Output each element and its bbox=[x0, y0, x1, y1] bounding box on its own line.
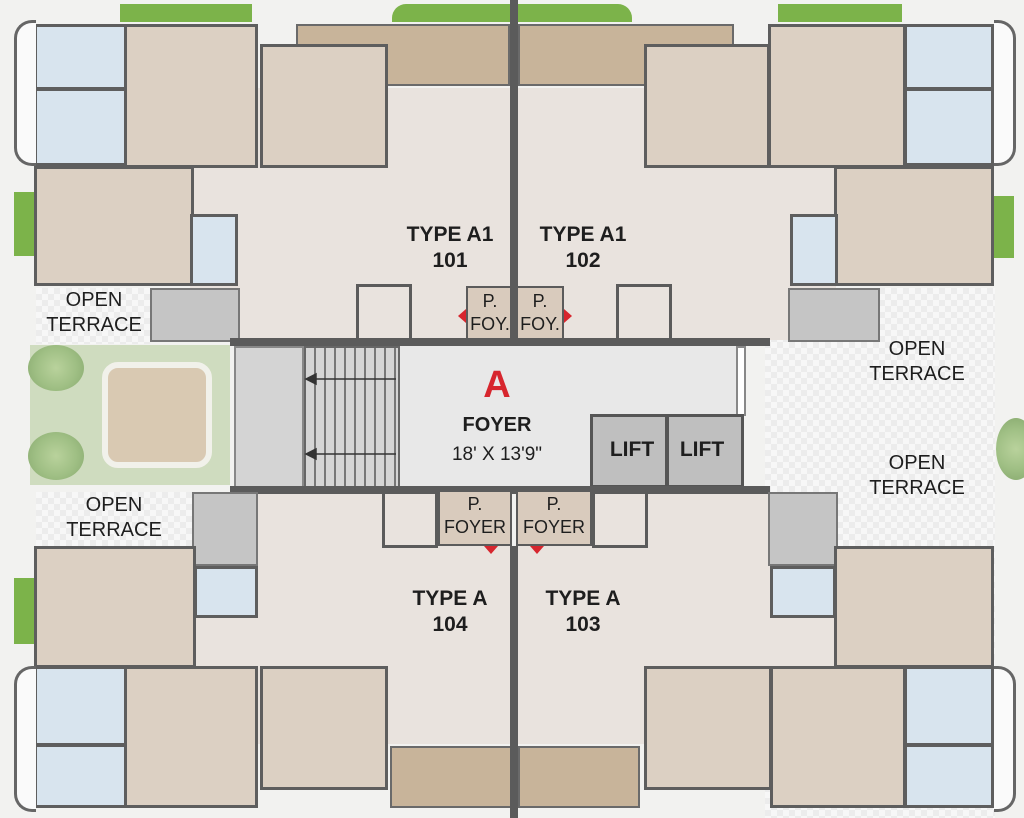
foyer-marker: A bbox=[483, 364, 511, 406]
core-gray bbox=[234, 346, 304, 488]
entry-arrow-icon bbox=[530, 546, 544, 554]
lift-label: LIFT bbox=[679, 438, 725, 461]
bathroom bbox=[790, 214, 838, 286]
utility bbox=[192, 492, 258, 566]
private-foyer-104 bbox=[438, 490, 512, 546]
terrace-area-left-top bbox=[36, 288, 150, 344]
staircase bbox=[304, 346, 400, 488]
bedroom bbox=[260, 44, 388, 168]
tree-icon bbox=[28, 432, 84, 480]
tree-icon bbox=[28, 345, 84, 391]
bathroom bbox=[770, 566, 836, 618]
bathroom bbox=[190, 214, 238, 286]
kitchen-wall bbox=[382, 492, 438, 548]
garden-strip bbox=[14, 578, 34, 644]
kitchen-wall bbox=[616, 284, 672, 338]
kitchen-wall bbox=[592, 492, 648, 548]
outline bbox=[994, 20, 1016, 166]
private-foyer-102 bbox=[516, 286, 564, 344]
utility bbox=[788, 288, 880, 342]
garden-strip bbox=[14, 192, 34, 256]
outline bbox=[14, 20, 36, 166]
bedroom bbox=[834, 546, 994, 668]
lift-label: LIFT bbox=[609, 438, 655, 461]
private-foyer-101 bbox=[466, 286, 514, 344]
party-wall bbox=[510, 546, 518, 818]
private-foyer-label: P.FOY. bbox=[520, 291, 560, 334]
entry-arrow-icon bbox=[484, 546, 498, 554]
foyer-size: 18' X 13'9" bbox=[451, 444, 543, 465]
bedroom bbox=[124, 24, 258, 168]
outline bbox=[994, 666, 1016, 812]
foyer-label: FOYER bbox=[462, 414, 532, 436]
utility bbox=[150, 288, 240, 342]
garden-strip bbox=[120, 4, 252, 22]
terrace-area-left-bottom bbox=[36, 492, 192, 546]
entry-arrow-icon bbox=[458, 309, 466, 323]
bedroom bbox=[644, 666, 772, 790]
pool-deck bbox=[102, 362, 212, 468]
entry-arrow-icon bbox=[564, 309, 572, 323]
kitchen-wall bbox=[356, 284, 412, 338]
private-foyer-label: P.FOYER bbox=[443, 494, 507, 537]
bathroom bbox=[194, 566, 258, 618]
private-foyer-label: P.FOY. bbox=[470, 291, 510, 334]
tree-icon bbox=[996, 418, 1024, 480]
outline bbox=[14, 666, 36, 812]
bedroom bbox=[34, 166, 194, 286]
bedroom bbox=[260, 666, 388, 790]
private-foyer-label: P.FOYER bbox=[522, 494, 586, 537]
bathroom bbox=[904, 666, 994, 746]
wall bbox=[230, 338, 770, 346]
balcony bbox=[518, 746, 640, 808]
bedroom bbox=[124, 666, 258, 808]
bedroom bbox=[34, 546, 196, 668]
bedroom bbox=[770, 666, 906, 808]
utility bbox=[768, 492, 838, 566]
private-foyer-103 bbox=[516, 490, 592, 546]
garden-strip bbox=[994, 196, 1014, 258]
garden-strip bbox=[778, 4, 902, 22]
bathroom bbox=[904, 744, 994, 808]
bedroom bbox=[644, 44, 770, 168]
party-wall bbox=[510, 0, 518, 346]
